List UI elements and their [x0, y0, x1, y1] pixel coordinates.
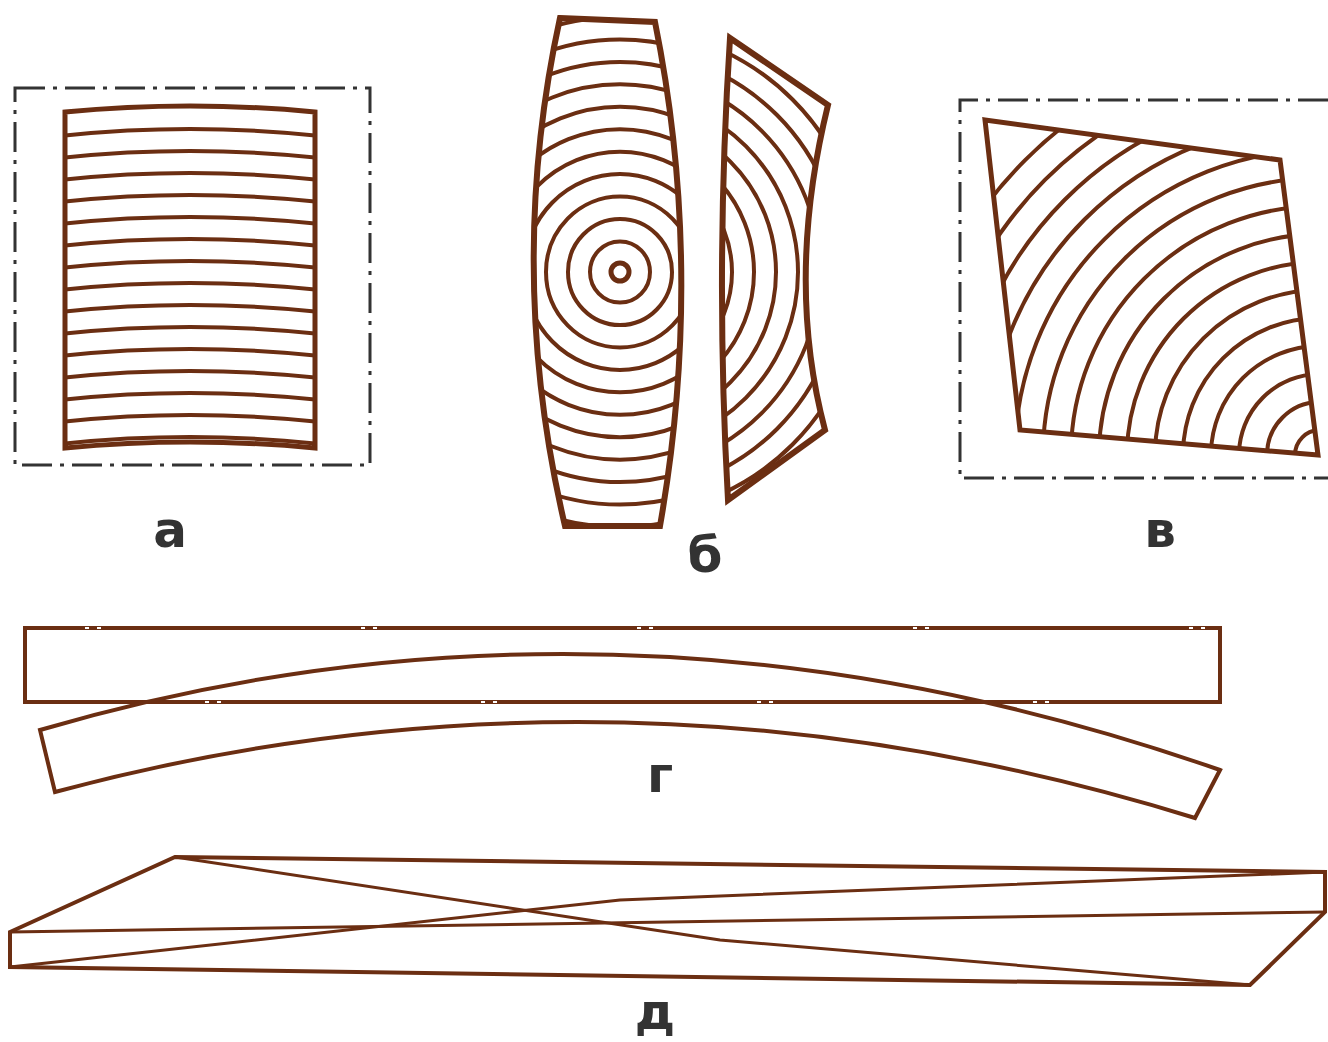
growth-ring [392, 39, 848, 504]
growth-ring [442, 94, 798, 450]
growth-ring [524, 174, 716, 370]
growth-ring [458, 107, 782, 437]
growth-ring [60, 173, 320, 180]
growth-ring [480, 129, 760, 415]
growth-ring [60, 129, 320, 136]
growth-ring [60, 415, 320, 422]
growth-ring [420, 72, 820, 472]
figure-letter: в [1144, 505, 1176, 555]
growth-ring [398, 50, 842, 494]
figure-letter: г [647, 750, 673, 800]
growth-ring [590, 241, 650, 302]
figure-letter: д [635, 987, 675, 1037]
growth-ring [60, 283, 320, 290]
growth-ring [486, 138, 754, 406]
growth-ring [376, 28, 864, 516]
growth-ring [987, 122, 1328, 788]
growth-ring [508, 160, 732, 384]
growth-ring [60, 327, 320, 334]
growth-ring [60, 371, 320, 378]
growth-ring [60, 305, 320, 312]
growth-ring [60, 195, 320, 202]
growth-ring [568, 219, 672, 325]
figure-letter: а [153, 505, 187, 555]
growth-ring [60, 349, 320, 356]
wood-pieces [10, 0, 1328, 985]
growth-ring [60, 393, 320, 400]
growth-ring [370, 17, 870, 527]
growth-ring [60, 261, 320, 268]
growth-ring [60, 151, 320, 158]
growth-ring [348, 0, 892, 549]
growth-ring [414, 62, 826, 482]
growth-ring [436, 84, 804, 459]
growth-ring [546, 197, 694, 348]
figure-letter: б [688, 530, 723, 580]
growth-ring [60, 217, 320, 224]
growth-ring [60, 239, 320, 246]
growth-ring [464, 116, 776, 428]
